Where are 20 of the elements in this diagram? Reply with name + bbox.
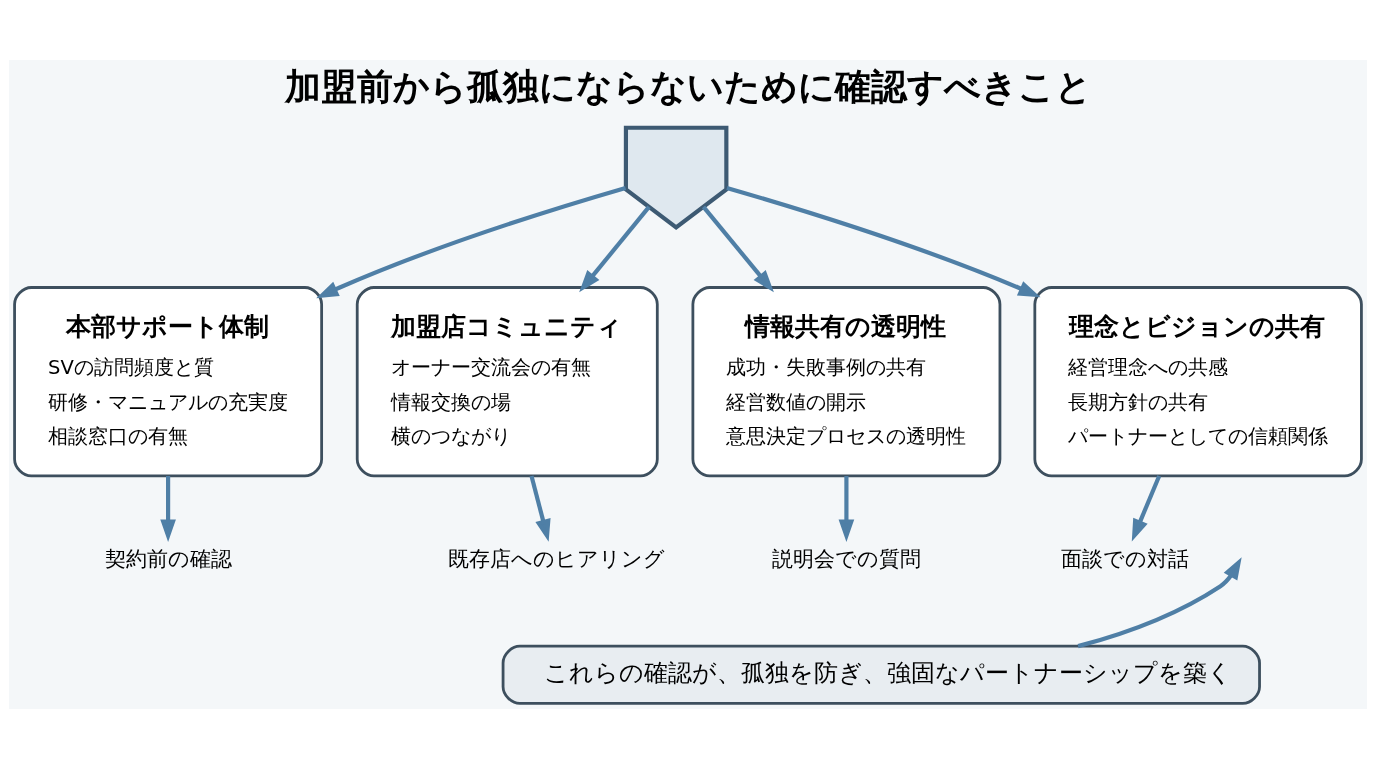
node-box: 理念とビジョンの共有 経営理念への共感 長期方針の共有 パートナーとしての信頼関係	[1033, 285, 1363, 477]
node-text: 面談での対話	[1060, 546, 1189, 571]
diagram-title: 加盟前から孤独にならないために確認すべきこと	[284, 64, 1092, 108]
node-box: 本部サポート体制 SVの訪問頻度と質 研修・マニュアルの充実度 相談窓口の有無	[13, 285, 324, 477]
arrow	[838, 475, 855, 542]
node-shield	[623, 125, 729, 230]
node-box: 加盟店コミュニティ オーナー交流会の有無 情報交換の場 横のつながり	[355, 285, 659, 477]
arrow	[1131, 474, 1162, 541]
arrow	[160, 475, 176, 542]
arrow	[726, 185, 1041, 297]
arrow	[1077, 556, 1242, 648]
node-text: 契約前の確認	[104, 546, 232, 571]
node-text: 説明会での質問	[772, 546, 922, 571]
arrow	[579, 205, 651, 292]
arrow	[529, 475, 551, 542]
node-text: 既存店へのヒアリング	[447, 546, 665, 571]
arrow	[701, 205, 774, 292]
node-box: これらの確認が、孤独を防ぎ、強固なパートナーシップを築く	[501, 644, 1261, 705]
arrow	[316, 185, 627, 298]
node-box: 情報共有の透明性 成功・失敗事例の共有 経営数値の開示 意思決定プロセスの透明性	[691, 285, 1002, 477]
